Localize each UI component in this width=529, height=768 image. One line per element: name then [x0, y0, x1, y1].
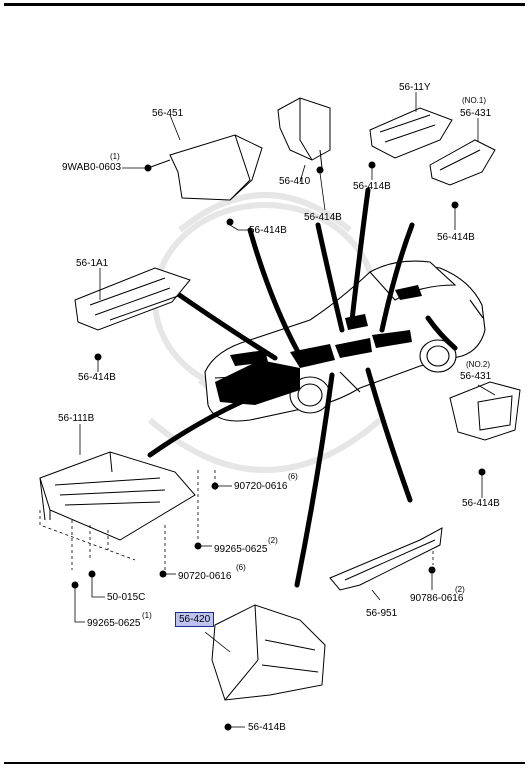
label-56-1a1: 56-1A1	[76, 258, 109, 269]
qty-90720-0616-a: (6)	[288, 472, 298, 481]
label-90720-0616-a: 90720-0616	[234, 481, 288, 492]
label-56-951: 56-951	[366, 608, 398, 619]
thick-leaders	[147, 187, 458, 588]
thin-leaders	[74, 92, 496, 728]
label-56-414b-c: 56-414B	[353, 181, 391, 192]
label-56-431-a: 56-431	[460, 108, 492, 119]
top-rule	[4, 3, 525, 6]
label-9wab0-0603: 9WAB0-0603	[62, 162, 122, 173]
part-56-410	[277, 97, 331, 169]
qty-9wab0-0603: (1)	[110, 152, 120, 161]
part-56-11y	[369, 107, 453, 159]
qty-99265-0625-a: (2)	[268, 536, 278, 545]
part-56-431-no1	[429, 139, 496, 186]
label-56-414b-f: 56-414B	[462, 498, 500, 509]
label-56-414b-d: 56-414B	[437, 232, 475, 243]
label-56-414b-e: 56-414B	[78, 372, 116, 383]
label-99265-0625-b: 99265-0625	[87, 618, 141, 629]
label-no1: (NO.1)	[462, 96, 486, 105]
label-56-431-b: 56-431	[460, 371, 492, 382]
label-90720-0616-b: 90720-0616	[178, 571, 232, 582]
label-56-451: 56-451	[152, 108, 184, 119]
label-99265-0625-a: 99265-0625	[214, 544, 268, 555]
label-56-420-highlighted[interactable]: 56-420	[175, 612, 215, 627]
part-56-951	[329, 527, 443, 591]
part-56-420	[211, 604, 326, 701]
label-56-111b: 56-111B	[58, 413, 95, 424]
qty-99265-0625-b: (1)	[142, 611, 152, 620]
bottom-rule	[4, 762, 525, 764]
label-90786-0616: 90786-0616	[410, 593, 464, 604]
part-56-111b	[39, 451, 196, 541]
label-50-015c: 50-015C	[107, 592, 146, 603]
label-56-414b-a: 56-414B	[249, 225, 287, 236]
qty-90720-0616-b: (6)	[236, 563, 246, 572]
label-56-410: 56-410	[279, 176, 311, 187]
label-56-11y: 56-11Y	[399, 82, 431, 93]
qty-90786-0616: (2)	[455, 585, 465, 594]
part-56-431-no2	[449, 381, 521, 441]
part-56-1a1	[74, 267, 191, 331]
dashed-guides	[39, 470, 434, 575]
label-56-414b-b: 56-414B	[304, 212, 342, 223]
part-56-451	[147, 134, 263, 201]
label-no2: (NO.2)	[466, 360, 490, 369]
label-56-414b-g: 56-414B	[248, 722, 286, 733]
